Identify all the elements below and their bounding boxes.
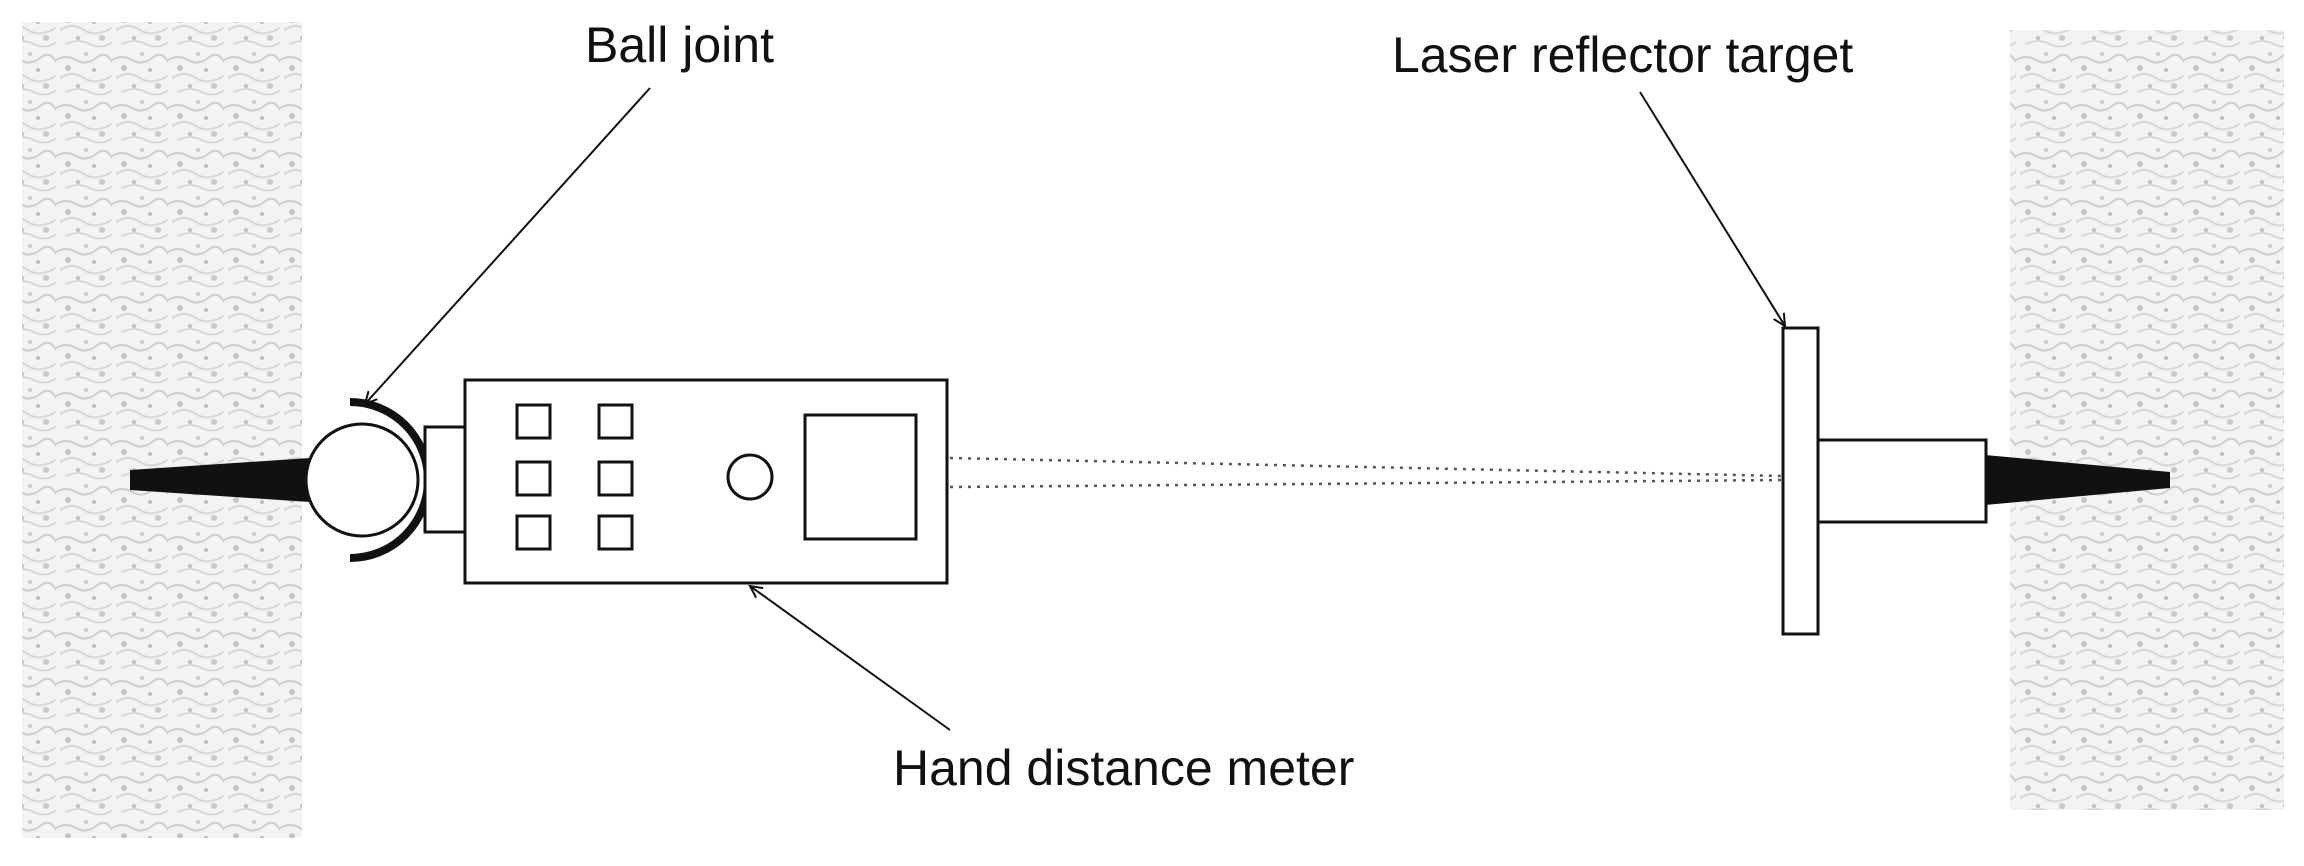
meter-button	[597, 514, 634, 551]
left-wall	[22, 22, 302, 838]
right-wall-anchor	[1985, 455, 2170, 505]
meter-button	[597, 460, 634, 497]
meter-leader-arrow	[750, 586, 951, 731]
hand-distance-meter	[463, 378, 949, 585]
hand-distance-meter-label: Hand distance meter	[893, 740, 1354, 796]
meter-button	[515, 460, 552, 497]
laser-reflector-target	[1781, 326, 1988, 636]
meter-button	[515, 514, 552, 551]
right-wall	[2010, 30, 2284, 810]
reflector-leader-arrow	[1639, 91, 1785, 326]
meter-lens	[726, 453, 774, 501]
laser-beam	[949, 456, 1783, 489]
ball-joint-label: Ball joint	[585, 17, 774, 73]
meter-button	[515, 403, 552, 440]
laser-reflector-target-label: Laser reflector target	[1392, 27, 1853, 83]
meter-display	[803, 413, 918, 541]
ball-joint	[304, 398, 469, 562]
left-wall-anchor	[130, 458, 310, 502]
meter-button	[597, 403, 634, 440]
ball-joint-leader-arrow	[365, 87, 651, 404]
